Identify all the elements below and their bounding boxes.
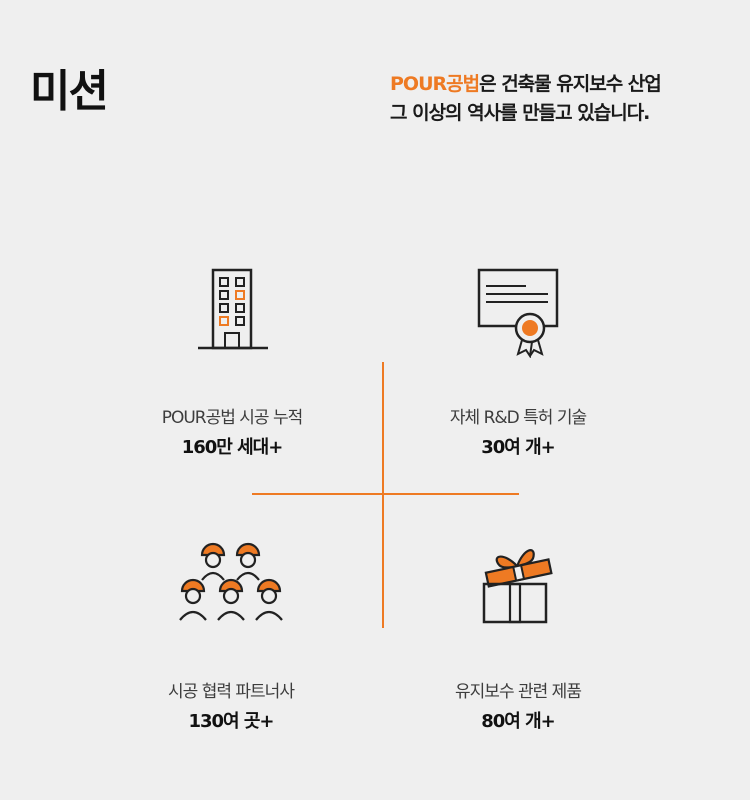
horizontal-divider <box>252 493 519 495</box>
stat-construction: POUR공법 시공 누적 160만 세대+ <box>102 406 362 462</box>
stat-value: 160만 세대+ <box>181 437 284 458</box>
tagline-accent: POUR공법 <box>390 73 480 95</box>
building-icon <box>198 268 268 350</box>
page-title: 미션 <box>30 66 109 117</box>
tagline-text: 은 건축물 유지보수 산업 <box>479 73 662 95</box>
stat-products: 유지보수 관련 제품 80여 개+ <box>388 680 648 736</box>
stat-value: 80여 개+ <box>481 711 556 732</box>
vertical-divider <box>382 362 384 628</box>
stat-label: POUR공법 시공 누적 <box>161 408 304 428</box>
stat-patents: 자체 R&D 특허 기술 30여 개+ <box>388 406 648 462</box>
certificate-icon <box>477 268 559 358</box>
stat-value: 30여 개+ <box>481 437 556 458</box>
stat-partners: 시공 협력 파트너사 130여 곳+ <box>101 680 361 736</box>
stat-label: 유지보수 관련 제품 <box>455 682 582 702</box>
workers-icon <box>179 542 283 621</box>
stat-label: 자체 R&D 특허 기술 <box>449 408 587 428</box>
tagline-text-line2: 그 이상의 역사를 만들고 있습니다. <box>390 102 650 124</box>
stat-value: 130여 곳+ <box>188 711 274 732</box>
gift-icon <box>482 549 553 624</box>
mission-tagline: POUR공법은 건축물 유지보수 산업 그 이상의 역사를 만들고 있습니다. <box>390 70 720 128</box>
stat-label: 시공 협력 파트너사 <box>168 682 295 702</box>
